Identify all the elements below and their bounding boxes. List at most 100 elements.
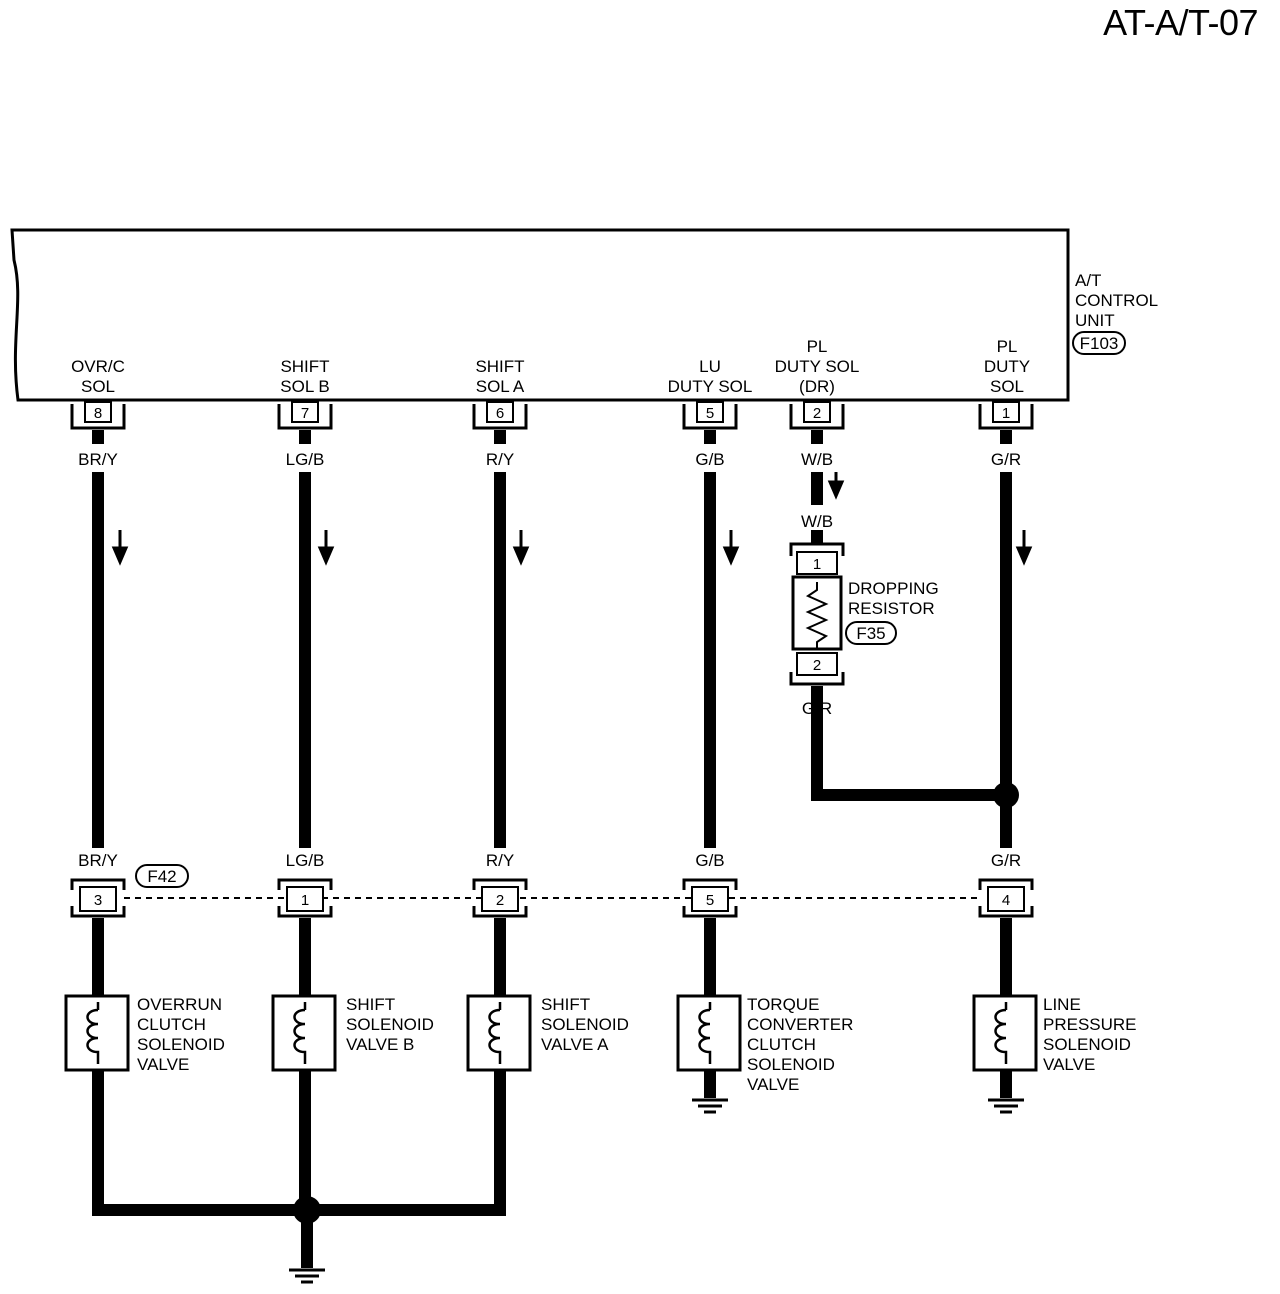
ground-icon — [692, 1098, 728, 1114]
label-shiftb-2: SOLENOID — [346, 1015, 434, 1034]
terminal-label-shiftb-2: SOL B — [280, 377, 329, 396]
label-lu-3: CLUTCH — [747, 1035, 816, 1054]
f42-pin-4: 4 — [978, 878, 1034, 918]
cu-pin-8: 8 — [70, 401, 126, 430]
resistor-pin-bottom: 2 — [813, 657, 821, 674]
wire-label-shiftb-top: LG/B — [286, 450, 325, 469]
solenoid-ovrc — [64, 994, 130, 1072]
ground-icon — [988, 1098, 1024, 1114]
label-lu-4: SOLENOID — [747, 1055, 835, 1074]
wire-pldr-bottom — [811, 690, 1006, 801]
f42-pin-3: 3 — [70, 878, 126, 918]
terminal-label-shifta-1: SHIFT — [475, 357, 524, 376]
f42-pin-2-number: 2 — [496, 892, 504, 909]
control-unit-box — [10, 228, 1070, 402]
grounds — [289, 1098, 1024, 1284]
control-unit-pins: 8 7 6 5 2 1 — [70, 401, 1034, 430]
wire-label-pl-f42: G/R — [991, 851, 1021, 870]
wire-label-resistor-out: G/R — [802, 699, 832, 718]
cu-pin-6: 6 — [472, 401, 528, 430]
wire-label-resistor-in: W/B — [801, 512, 833, 531]
terminal-label-pldr-2: DUTY SOL — [775, 357, 860, 376]
arrow-down-icon — [827, 472, 845, 500]
cu-pin-1: 1 — [978, 401, 1034, 430]
coil-icon — [86, 1002, 100, 1064]
label-shifta-3: VALVE A — [541, 1035, 609, 1054]
label-pl-3: SOLENOID — [1043, 1035, 1131, 1054]
label-pl-4: VALVE — [1043, 1055, 1095, 1074]
resistor-pin-top: 1 — [813, 556, 821, 573]
page-title: AT-A/T-07 — [1103, 2, 1258, 43]
wire-label-pldr-top: W/B — [801, 450, 833, 469]
arrow-down-icon — [722, 530, 740, 566]
label-ovrc-1: OVERRUN — [137, 995, 222, 1014]
arrow-down-icon — [317, 530, 335, 566]
coil-icon — [488, 1002, 502, 1064]
cu-pin-6-number: 6 — [496, 405, 504, 422]
label-shiftb-3: VALVE B — [346, 1035, 414, 1054]
resistor-label-line-1: DROPPING — [848, 579, 939, 598]
coil-icon — [698, 1002, 712, 1064]
terminal-label-lu-2: DUTY SOL — [668, 377, 753, 396]
wire-label-lu-top: G/B — [695, 450, 724, 469]
label-shifta-1: SHIFT — [541, 995, 590, 1014]
cu-pin-7-number: 7 — [301, 405, 309, 422]
label-ovrc-4: VALVE — [137, 1055, 189, 1074]
cu-pin-2-number: 2 — [813, 405, 821, 422]
resistor-label-line-2: RESISTOR — [848, 599, 935, 618]
wire-labels-top: BR/Y LG/B R/Y G/B W/B G/R — [78, 450, 1021, 469]
label-ovrc-3: SOLENOID — [137, 1035, 225, 1054]
terminal-label-pl-2: DUTY — [984, 357, 1030, 376]
dropping-resistor: W/B 1 2 G/R DROPPING RESISTOR F35 — [789, 512, 939, 718]
terminal-label-lu-1: LU — [699, 357, 721, 376]
f42-connector-id: F42 — [147, 867, 176, 886]
wire-label-shifta-top: R/Y — [486, 450, 514, 469]
label-shifta-2: SOLENOID — [541, 1015, 629, 1034]
wire-label-shiftb-f42: LG/B — [286, 851, 325, 870]
f42-pin-3-number: 3 — [94, 892, 102, 909]
resistor-zigzag-icon — [805, 582, 829, 648]
solenoid-labels: OVERRUN CLUTCH SOLENOID VALVE SHIFT SOLE… — [137, 995, 1137, 1094]
cu-pin-5-number: 5 — [706, 405, 714, 422]
terminal-label-ovrc-1: OVR/C — [71, 357, 125, 376]
label-lu-5: VALVE — [747, 1075, 799, 1094]
wire-label-pl-top: G/R — [991, 450, 1021, 469]
control-unit-connector-id: F103 — [1080, 334, 1119, 353]
wires-ecu-to-f42 — [92, 472, 1012, 848]
solenoid-lu — [676, 994, 742, 1072]
control-unit-label-line-1: A/T — [1075, 271, 1101, 290]
control-unit-label: A/T CONTROL UNIT F103 — [1072, 271, 1158, 355]
wire-label-ovrc-f42: BR/Y — [78, 851, 118, 870]
label-ovrc-2: CLUTCH — [137, 1015, 206, 1034]
terminal-label-shifta-2: SOL A — [476, 377, 525, 396]
cu-pin-8-number: 8 — [94, 405, 102, 422]
cu-pin-2: 2 — [789, 401, 845, 430]
label-pl-1: LINE — [1043, 995, 1081, 1014]
splice-ground — [293, 1196, 321, 1224]
terminal-label-shiftb-1: SHIFT — [280, 357, 329, 376]
solenoid-pl — [972, 994, 1038, 1072]
label-lu-1: TORQUE — [747, 995, 819, 1014]
f42-pin-4-number: 4 — [1002, 892, 1010, 909]
arrow-down-icon — [1015, 530, 1033, 566]
resistor-lead — [811, 530, 823, 544]
cu-pin-7: 7 — [277, 401, 333, 430]
terminal-label-pl-3: SOL — [990, 377, 1024, 396]
terminal-label-pldr-3: (DR) — [799, 377, 835, 396]
wire-label-ovrc-top: BR/Y — [78, 450, 118, 469]
arrow-down-icon — [111, 530, 129, 566]
solenoid-shifta — [466, 994, 532, 1072]
label-lu-2: CONVERTER — [747, 1015, 853, 1034]
coil-icon — [293, 1002, 307, 1064]
cu-pin-1-number: 1 — [1002, 405, 1010, 422]
solenoids — [64, 994, 1038, 1072]
terminal-label-pl-1: PL — [997, 337, 1018, 356]
wires-f42-to-solenoids — [92, 918, 1012, 1268]
terminal-label-ovrc-2: SOL — [81, 377, 115, 396]
f42-pin-5: 5 — [682, 878, 738, 918]
f42-pin-2: 2 — [472, 878, 528, 918]
arrow-down-icon — [512, 530, 530, 566]
control-unit-label-line-3: UNIT — [1075, 311, 1115, 330]
flow-arrows — [111, 472, 1033, 566]
